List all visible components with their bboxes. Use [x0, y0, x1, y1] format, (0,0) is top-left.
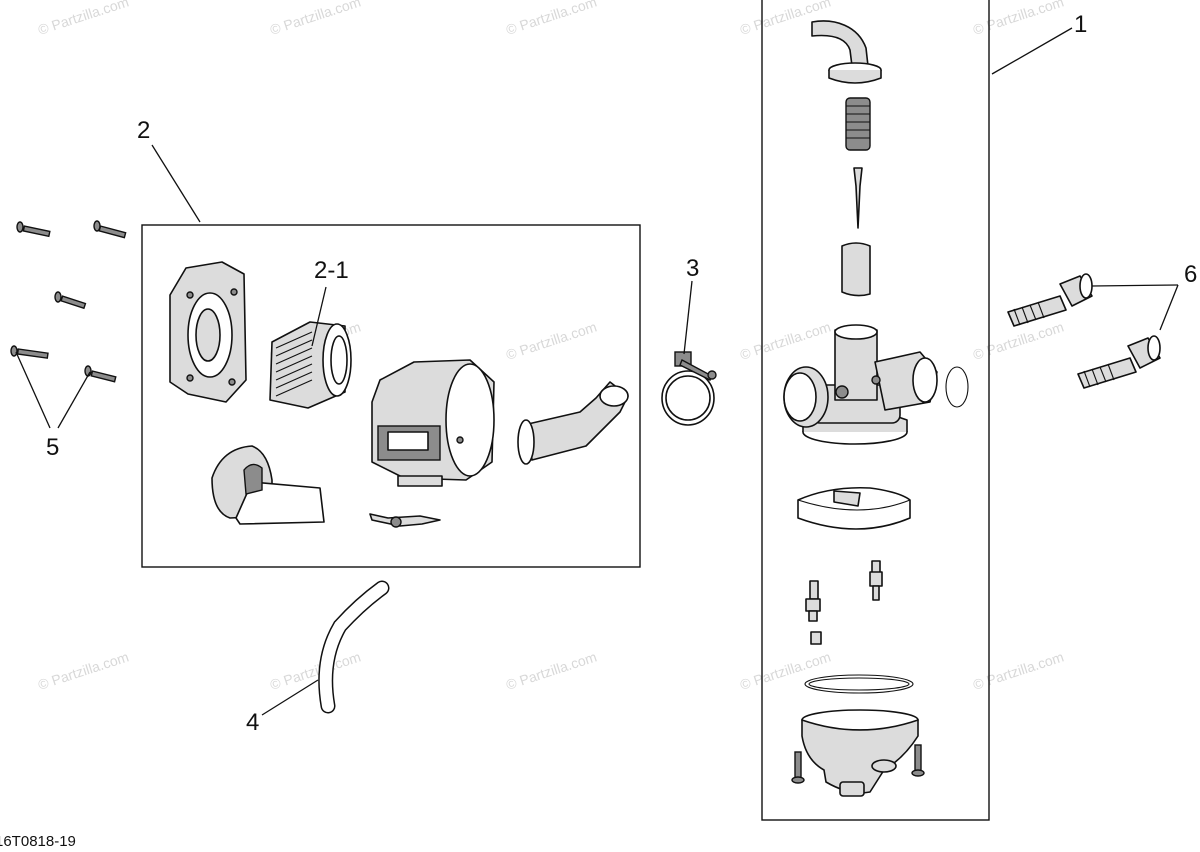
screw [54, 291, 87, 310]
air-filter-assembly-frame [141, 224, 641, 568]
watermark: © Partzilla.com [268, 648, 363, 692]
air-filter-element [269, 321, 352, 409]
callout-2-1: 2-1 [314, 257, 349, 284]
screws-group-5 [10, 220, 127, 383]
float-bowl-gasket [804, 674, 914, 694]
watermark: © Partzilla.com [504, 318, 599, 362]
callout-5: 5 [46, 434, 59, 461]
callout-4: 4 [246, 709, 259, 736]
watermark: © Partzilla.com [738, 648, 833, 692]
callouts: 1 2 2-1 3 4 5 6 [46, 11, 1197, 736]
screw [10, 345, 49, 359]
watermark: © Partzilla.com [738, 318, 833, 362]
float [797, 486, 911, 530]
throttle-slide [841, 242, 871, 297]
carburetor-assembly-frame [761, 0, 990, 821]
throttle-spring [845, 97, 871, 151]
callout-1: 1 [1074, 11, 1087, 38]
watermark: © Partzilla.com [504, 648, 599, 692]
air-filter-housing [371, 359, 495, 487]
watermark: © Partzilla.com [971, 0, 1066, 38]
hose-clamp [661, 351, 717, 426]
jet-set [805, 560, 883, 645]
callout-2: 2 [137, 117, 150, 144]
watermark: © Partzilla.com [971, 648, 1066, 692]
intake-boot [517, 381, 629, 465]
callout-3: 3 [686, 255, 699, 282]
carburetor-body [783, 324, 938, 445]
jet-needle [853, 167, 863, 229]
callout-6: 6 [1184, 261, 1197, 288]
bolt [1007, 273, 1093, 327]
bowl-screws [791, 744, 925, 784]
watermark: © Partzilla.com [36, 0, 131, 38]
watermark: © Partzilla.com [268, 0, 363, 38]
screw [93, 220, 127, 239]
o-ring [945, 366, 969, 408]
watermark: © Partzilla.com [504, 0, 599, 38]
bolt [1077, 335, 1161, 389]
leader-lines [15, 27, 1179, 716]
watermark: © Partzilla.com [36, 648, 131, 692]
figure-id: 16T0818-19 [0, 833, 76, 850]
float-bowl [801, 709, 919, 797]
screw [16, 221, 51, 238]
breather-cover [211, 445, 325, 525]
clip [369, 513, 441, 528]
carburetor-cap-elbow [811, 20, 882, 84]
air-filter-cover [169, 261, 247, 403]
screw [84, 365, 117, 383]
